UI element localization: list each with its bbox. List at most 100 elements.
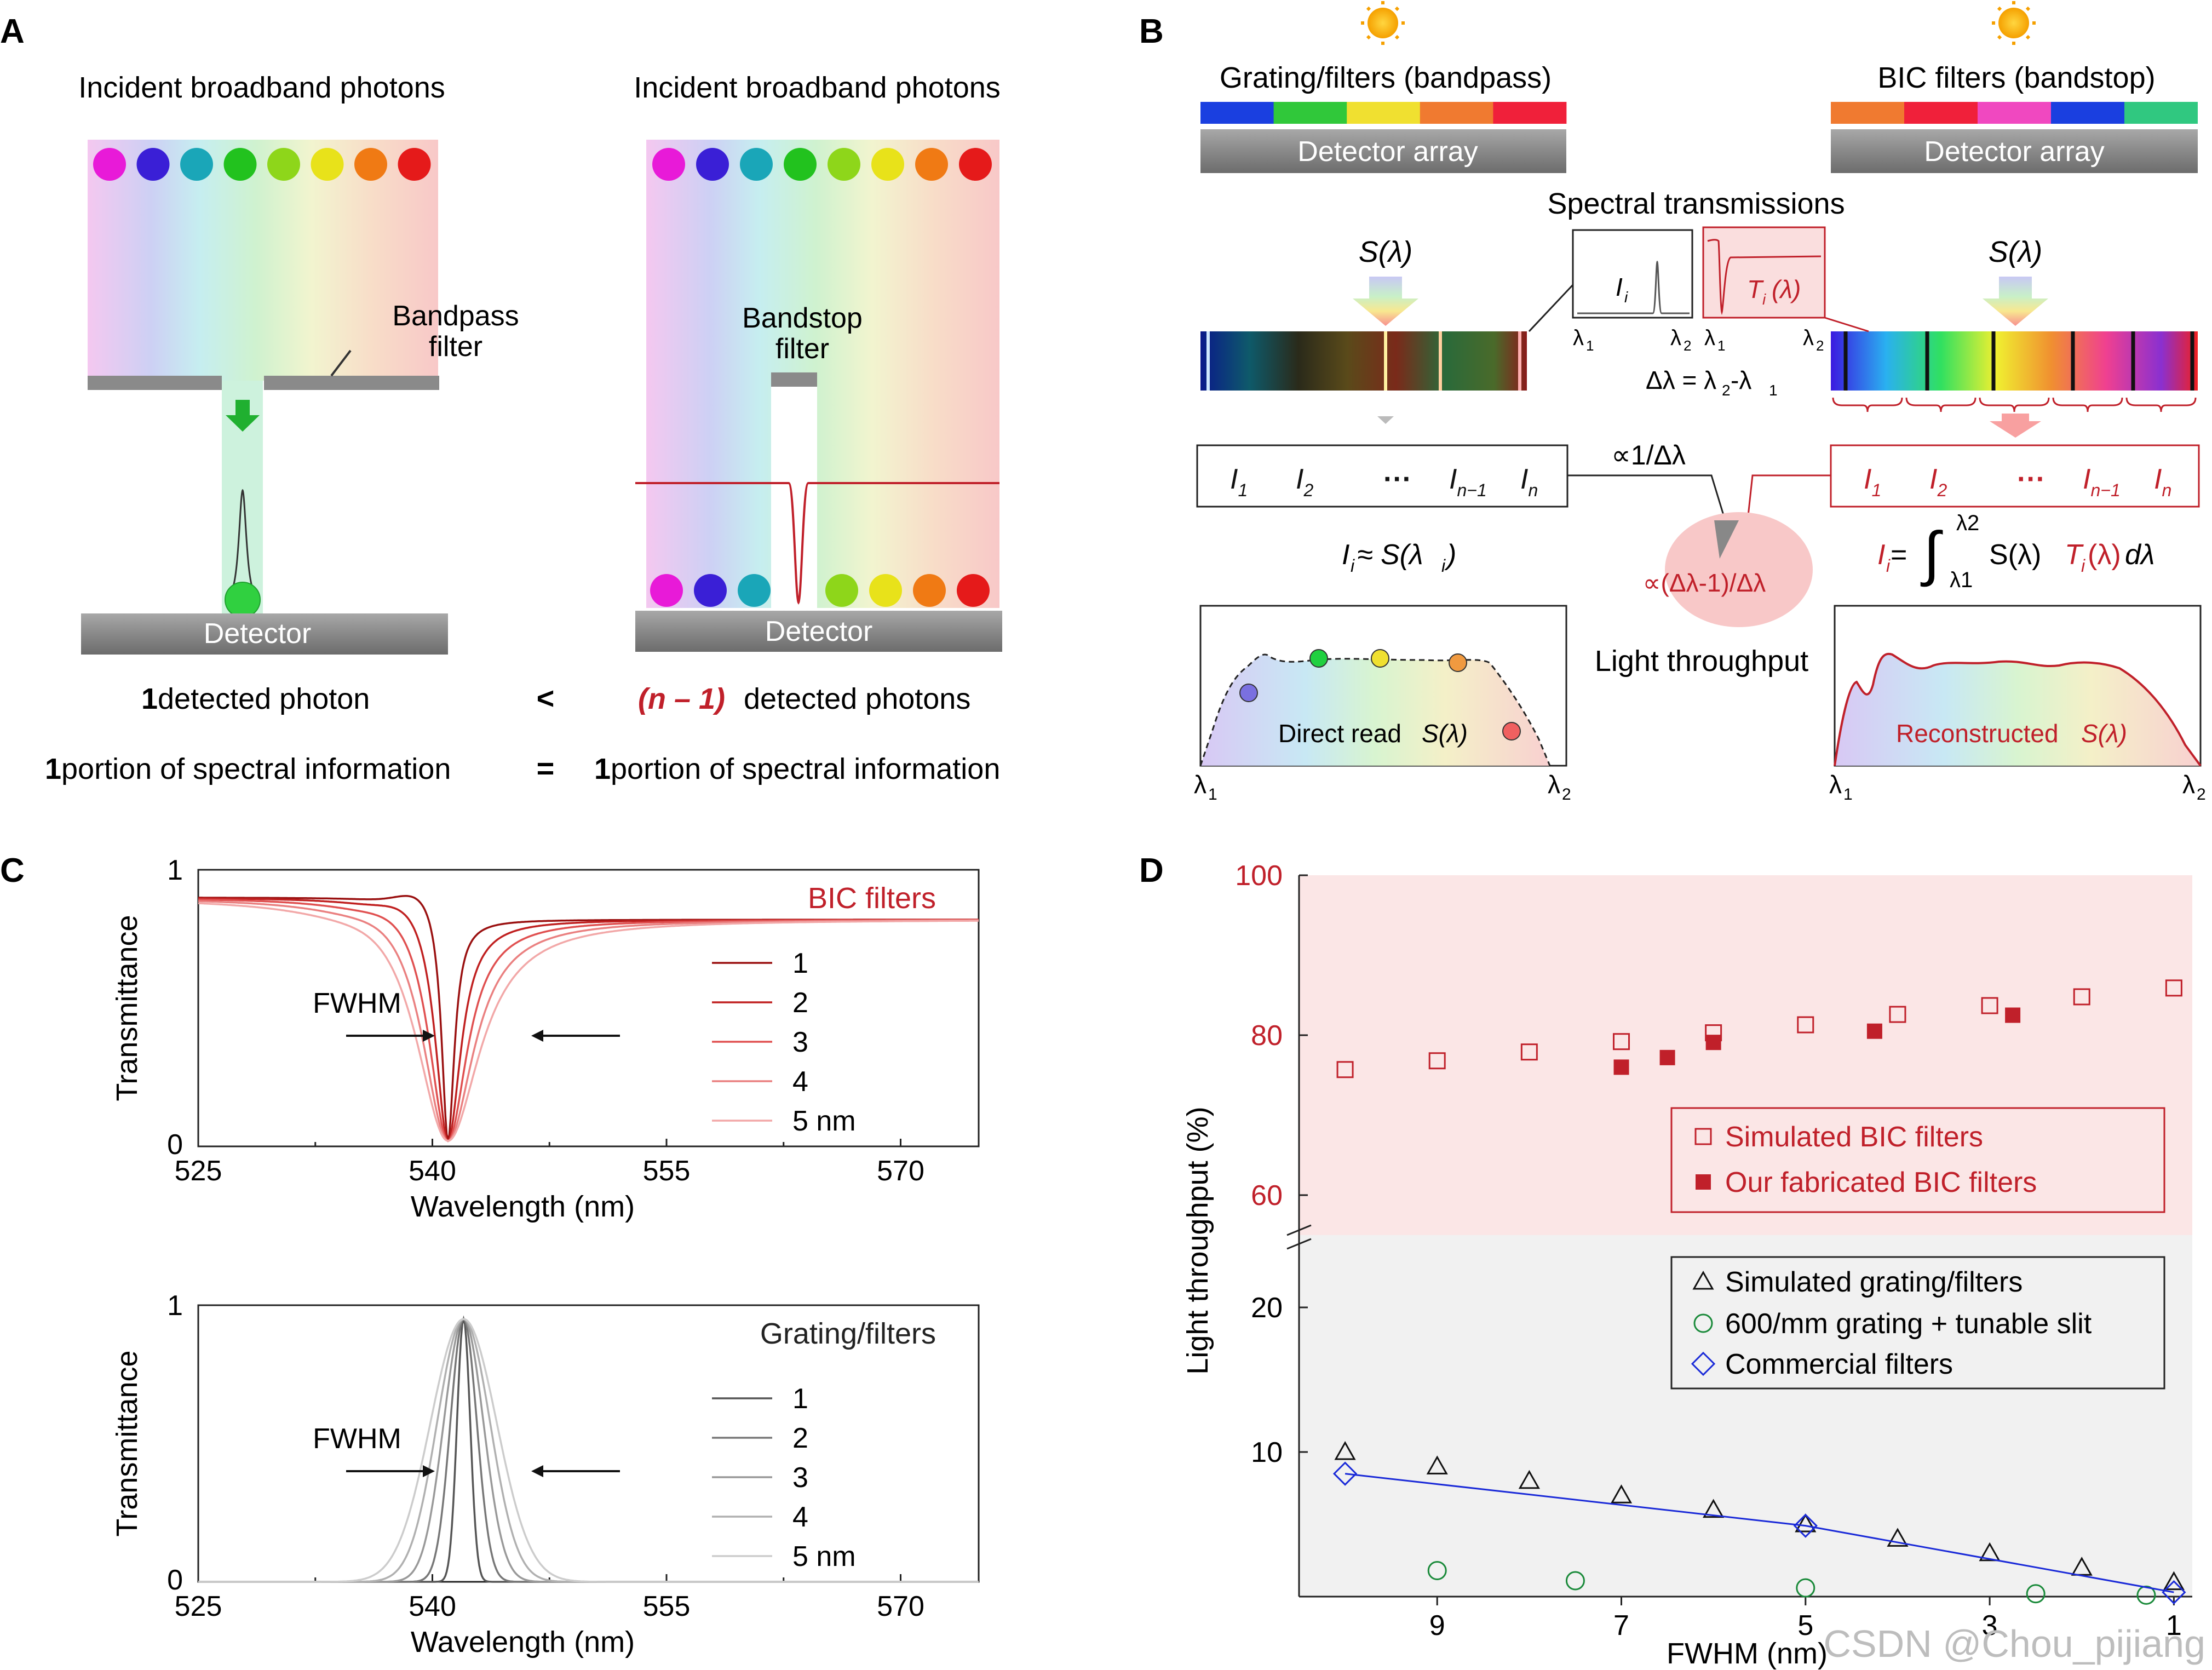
integral-lower: λ1 xyxy=(1950,568,1973,592)
right-light-beam xyxy=(646,140,999,608)
detected-photon-ball xyxy=(957,574,990,607)
x-tick-label: 5 xyxy=(1797,1610,1813,1642)
integral-eq: = xyxy=(1891,539,1907,571)
data-point xyxy=(1428,1052,1446,1070)
filter-segment xyxy=(1200,102,1274,124)
data-point xyxy=(1796,1578,1815,1598)
delta-lambda-tail: -λ xyxy=(1731,366,1751,394)
left-count-text: detected photon xyxy=(158,682,370,715)
filter-segment xyxy=(1978,102,2051,124)
photon-ball xyxy=(696,148,729,181)
detected-photon-ball xyxy=(650,574,683,607)
photon-ball xyxy=(915,148,948,181)
legend-label: Our fabricated BIC filters xyxy=(1725,1167,2037,1198)
data-point xyxy=(2073,988,2090,1006)
delta-lambda-sub2: 2 xyxy=(1722,382,1731,399)
x-axis-label: Wavelength (nm) xyxy=(411,1190,635,1223)
data-point xyxy=(2026,1584,2046,1604)
left-light-beam xyxy=(88,140,438,381)
filter-segment xyxy=(1493,102,1567,124)
filter-segment xyxy=(2051,102,2124,124)
bandpass-label-1: Bandpass xyxy=(392,300,519,332)
legend-label: 2 xyxy=(792,1422,808,1454)
inset-connector-right xyxy=(1824,317,1869,332)
integral-t-rest: (λ) xyxy=(2088,539,2121,571)
inset-bandpass-plot xyxy=(1572,229,1693,319)
bandpass-peak xyxy=(229,489,256,593)
x-tick-label: 9 xyxy=(1429,1610,1445,1642)
y-tick-label: 80 xyxy=(1251,1020,1283,1052)
data-point xyxy=(1705,1035,1721,1051)
bic-title: BIC filters (bandstop) xyxy=(1877,61,2155,94)
left-count-number: 1 xyxy=(141,682,158,715)
axis-break xyxy=(1286,1238,1312,1250)
detected-photon-ball xyxy=(913,574,946,607)
brace xyxy=(2125,397,2197,412)
data-point xyxy=(1694,1128,1712,1145)
right-count-number: (n – 1) xyxy=(638,682,725,715)
data-point xyxy=(1659,1049,1675,1065)
integral-lhs-sub: i xyxy=(1886,556,1891,576)
detector-array-right-label: Detector array xyxy=(1924,136,2104,168)
delta-lambda-sub1: 1 xyxy=(1769,382,1778,399)
legend-label: 5 nm xyxy=(792,1541,856,1573)
x-axis-label: Wavelength (nm) xyxy=(411,1626,635,1658)
inset-bandstop-curve xyxy=(1707,239,1822,315)
data-point xyxy=(1691,1351,1716,1376)
left-photon-balls xyxy=(93,148,431,181)
integral-body: S(λ) xyxy=(1989,539,2041,571)
y-axis-label: Light throughput (%) xyxy=(1181,1106,1214,1374)
detected-photon-ball xyxy=(225,582,261,618)
legend-label: 4 xyxy=(792,1066,808,1098)
arrow-head xyxy=(531,1030,543,1042)
detector-right-label: Detector xyxy=(765,616,873,647)
sample-point xyxy=(1309,649,1328,668)
axis-break xyxy=(1286,1224,1312,1236)
grating-filter-strip xyxy=(1200,102,1567,124)
photon-ball xyxy=(784,148,817,181)
left-info-text: portion of spectral information xyxy=(61,753,451,785)
photon-ball xyxy=(267,148,300,181)
reconstructed-area xyxy=(1835,653,2200,766)
inset-bandpass-curve xyxy=(1577,260,1690,314)
intensity-label: ··· xyxy=(2017,463,2046,495)
bic-spectrum-strip xyxy=(1831,331,2198,391)
detected-photon-ball xyxy=(738,574,771,607)
throughput-formula: ∝(Δλ-1)/Δλ xyxy=(1643,569,1766,597)
legend-label: 600/mm grating + tunable slit xyxy=(1725,1308,2092,1340)
series-line xyxy=(198,1318,979,1583)
spectrum-lines-left xyxy=(1206,331,1521,391)
sun-icon xyxy=(1992,1,2036,45)
inset-i-sub: i xyxy=(1624,289,1628,306)
brace xyxy=(1979,397,2050,412)
bandstop-gap xyxy=(771,378,817,608)
grating-title: Grating/filters (bandpass) xyxy=(1220,61,1552,94)
legend-label: 5 nm xyxy=(792,1105,856,1137)
integral-t-sub: i xyxy=(2081,556,2085,576)
right-detected-balls xyxy=(650,574,990,607)
legend-label: 2 xyxy=(792,987,808,1019)
x-tick-label: 7 xyxy=(1613,1610,1629,1642)
throughput-pie xyxy=(1665,512,1813,627)
photon-ball xyxy=(828,148,860,181)
photon-ball xyxy=(740,148,773,181)
filter-segment xyxy=(1904,102,1978,124)
s-lambda-right: S(λ) xyxy=(1989,236,2043,268)
bandpass-pointer xyxy=(330,349,352,377)
direct-lambda2: λ xyxy=(1548,770,1560,799)
data-point xyxy=(1610,1484,1633,1503)
photon-ball xyxy=(871,148,904,181)
approx-lhs-sub: i xyxy=(1351,556,1355,576)
direct-read-s: S(λ) xyxy=(1422,719,1468,748)
y-tick-label: 0 xyxy=(167,1564,183,1596)
detector-array-right xyxy=(1831,129,2198,173)
recon-lambda1-sub: 1 xyxy=(1843,785,1853,804)
y-tick-label: 1 xyxy=(167,854,183,886)
arrow-head xyxy=(423,1465,435,1477)
photon-ball xyxy=(223,148,257,181)
x-tick-label: 525 xyxy=(175,1591,222,1622)
